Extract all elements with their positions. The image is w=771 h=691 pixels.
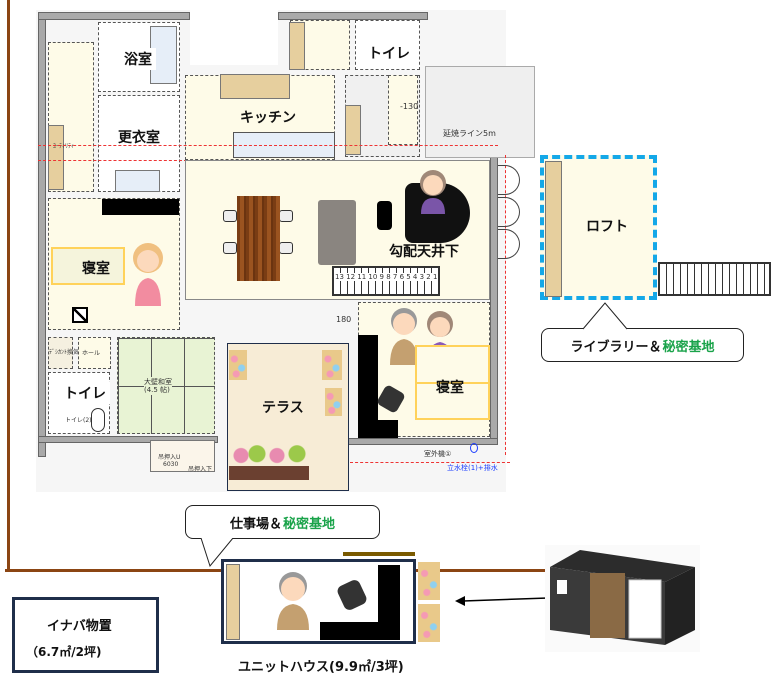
toilet-top-shelf: [289, 22, 305, 70]
desiccant-label: ﾃﾞｼｶﾝﾄ換気: [49, 349, 80, 356]
library-callout-prefix: ライブラリー＆: [570, 339, 662, 355]
utility-label: ﾕｰﾃｨﾘﾃｨ: [53, 143, 75, 150]
closet-lower-label: 吊押入下: [188, 466, 213, 473]
ottoman: [377, 201, 392, 230]
ldk-label: 勾配天井下: [389, 244, 459, 260]
closet-upper-label: 吊押入U: [158, 454, 181, 461]
bedroom-left-label: 寝室: [82, 261, 110, 277]
faucet-icon: [470, 443, 478, 453]
hall-area: [78, 337, 111, 369]
stair-main: [332, 266, 440, 296]
loft-stair: [658, 262, 771, 296]
dining-chair: [279, 210, 293, 222]
unit-house-desk: [378, 565, 400, 623]
dim-130-label: -130: [400, 102, 419, 111]
flower-box: [325, 388, 342, 416]
unit-house-roof-bar: [343, 552, 415, 556]
door-swing: [498, 165, 520, 195]
man-worker-avatar: [274, 570, 312, 630]
woman-avatar: [130, 240, 166, 310]
vanity: [115, 170, 160, 192]
closet: [150, 440, 215, 472]
wall-top-right: [278, 12, 428, 20]
storage-shed-box[interactable]: [12, 597, 159, 673]
gas-line-label: 延焼ライン5m: [443, 129, 496, 138]
bedroom-right-label: 寝室: [436, 380, 464, 396]
closet-code-label: 6030: [163, 461, 179, 468]
plan-top-cutout: [190, 10, 278, 65]
potted-plants: [229, 445, 309, 480]
bedroom-left-wardrobe: [102, 199, 179, 215]
workshop-callout: 仕事場＆秘密基地: [185, 505, 380, 539]
frame-left-border: [7, 0, 10, 572]
toilet-fixture-label: トイレ(2): [65, 417, 92, 424]
unit-house-desk-return: [320, 622, 400, 640]
bed-divider: [415, 382, 490, 384]
dining-chair: [223, 210, 237, 222]
storage-title: イナバ物置: [47, 619, 112, 634]
fire-line-1: [38, 145, 498, 146]
dining-chair: [279, 242, 293, 254]
toilet-top-label: トイレ: [364, 42, 414, 64]
washitsu-room: [117, 337, 215, 434]
bedroom-left-bed: [51, 247, 125, 285]
flower-box: [322, 350, 342, 380]
utility-shelf: [48, 125, 64, 190]
sofa: [318, 200, 356, 265]
storage-size: （6.7㎡/2坪): [26, 645, 102, 659]
unit-house-shelf: [226, 564, 240, 640]
toilet-bowl: [91, 408, 105, 432]
terrace-label: テラス: [262, 400, 304, 416]
fire-line-3: [350, 462, 510, 463]
desiccant-room: [48, 337, 73, 369]
wall-right: [490, 155, 498, 445]
dining-chair: [223, 242, 237, 254]
library-callout: ライブラリー＆秘密基地: [541, 328, 744, 362]
workshop-callout-highlight: 秘密基地: [283, 516, 336, 532]
stair-numbers: 13 12 11 10 9 8 7 6 5 4 3 2 1: [335, 273, 438, 281]
outdoor-unit-label: 室外機①: [424, 450, 452, 458]
faucet-label: 立水栓(1)+排水: [447, 464, 498, 472]
door-swing: [498, 229, 520, 259]
loft-label: ロフト: [586, 219, 628, 235]
library-callout-tail: [582, 302, 628, 330]
entrance-shelf: [345, 105, 361, 155]
washitsu-label: 大壁和室: [144, 377, 172, 387]
dim-180-label: 180: [336, 315, 352, 324]
loft-bookshelf: [545, 161, 562, 297]
man-avatar: [388, 305, 420, 365]
flower-box: [418, 562, 440, 600]
door-swing: [498, 197, 520, 227]
bedroom-left-vent-icon: [72, 307, 88, 323]
kitchen-cabinet: [220, 74, 290, 99]
kitchen-label: キッチン: [240, 110, 296, 126]
flower-box: [229, 350, 247, 380]
unit-house-label: ユニットハウス(9.9㎡/3坪): [238, 660, 404, 675]
bedroom-right-desk: [358, 335, 378, 438]
entrance-closet: [388, 75, 418, 145]
hall-label: ホール: [82, 350, 101, 357]
workshop-callout-tail: [200, 538, 234, 568]
arrow-icon: [455, 596, 549, 606]
dining-table: [237, 196, 280, 281]
flower-box: [418, 604, 440, 642]
toilet-bottom-label: トイレ: [60, 382, 110, 404]
porch-area: [425, 66, 535, 158]
utility-room: [48, 42, 94, 192]
library-callout-highlight: 秘密基地: [662, 339, 715, 355]
wall-top-left: [38, 12, 190, 20]
bedroom-right-desk-return: [358, 420, 398, 438]
fire-line-v1: [505, 155, 506, 455]
dressing-label: 更衣室: [118, 130, 160, 146]
wall-bottom: [38, 436, 218, 443]
woman-at-piano-avatar: [415, 166, 451, 214]
workshop-callout-prefix: 仕事場＆: [229, 516, 282, 532]
bath-label: 浴室: [120, 48, 156, 70]
washitsu-size-label: (4.5 帖): [144, 385, 170, 395]
wall-left: [38, 12, 46, 457]
unit-house-photo: [545, 545, 700, 652]
